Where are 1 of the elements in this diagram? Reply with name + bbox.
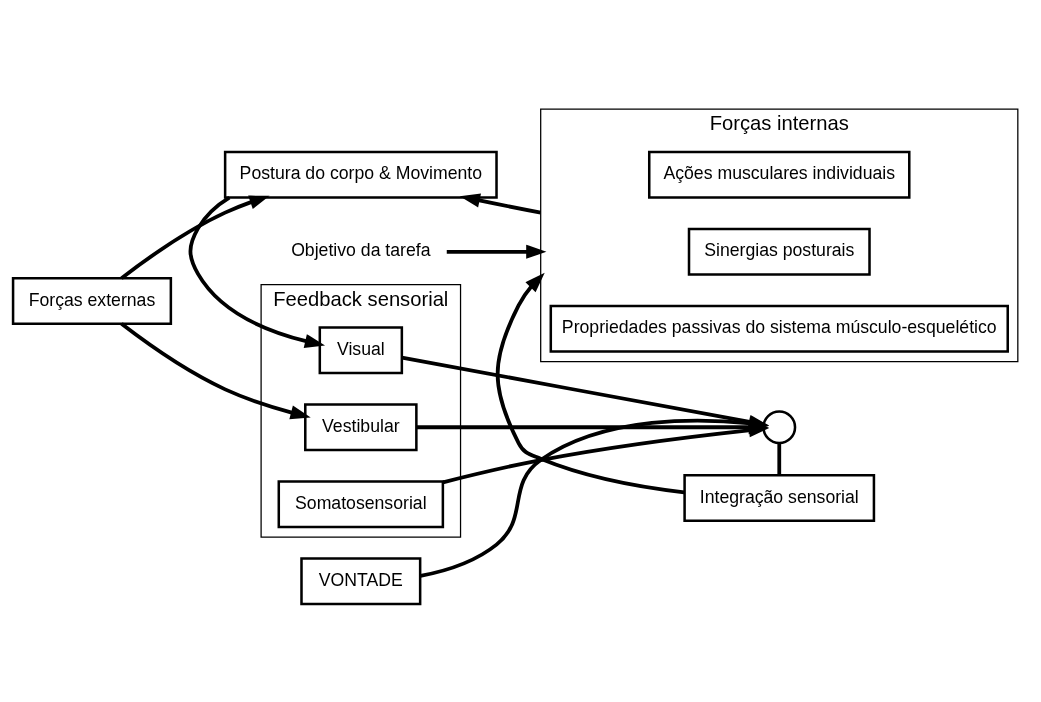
node-text: Objetivo da tarefa: [291, 239, 431, 260]
